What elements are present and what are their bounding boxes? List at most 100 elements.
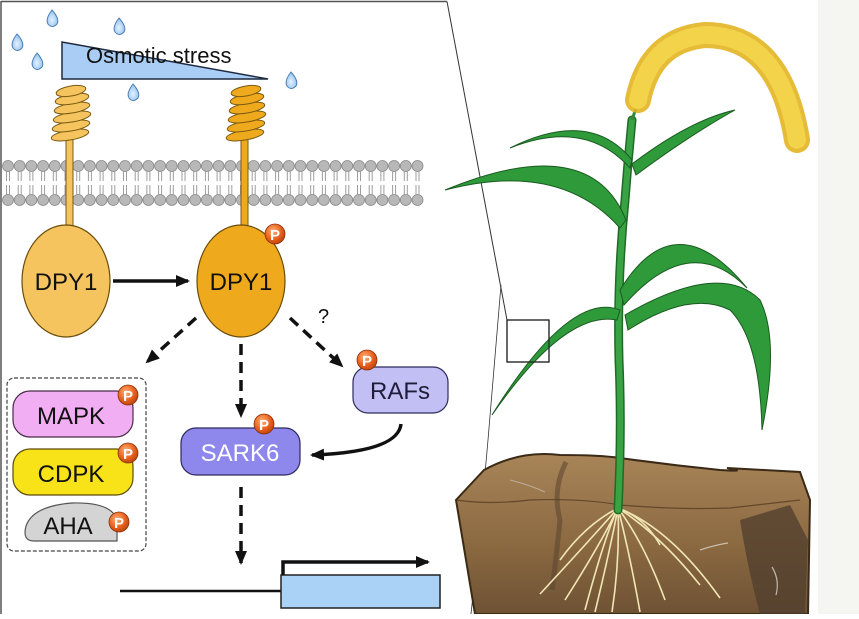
lipid-head	[224, 194, 237, 206]
lipid-head	[388, 194, 401, 206]
lipid-head	[84, 194, 96, 206]
water-drop-icon	[285, 71, 298, 89]
lipid-head	[2, 160, 14, 172]
lipid-head	[294, 160, 307, 172]
lipid-head	[259, 194, 272, 206]
roots	[539, 507, 721, 613]
lipid-head	[376, 160, 389, 172]
svg-text:P: P	[114, 515, 124, 532]
lipid-head	[72, 194, 85, 206]
phospho-badge	[253, 413, 275, 435]
arrow-to-rafs	[288, 316, 344, 368]
lipid-head	[200, 194, 213, 206]
water-drop-icon	[11, 33, 24, 51]
lipid-head	[282, 194, 295, 206]
lipid-head	[388, 160, 401, 172]
lipid-head	[130, 194, 143, 206]
lipid-head	[177, 160, 190, 172]
lipid-head	[37, 194, 49, 206]
mapk-node: MAPK P	[12, 384, 139, 438]
aha-label: AHA	[43, 513, 92, 540]
lipid-head	[119, 160, 131, 172]
uncertain-link-label: ?	[318, 306, 329, 328]
sark6-node: SARK6 P	[180, 413, 301, 476]
lipid-head	[306, 194, 319, 206]
lipid-head	[119, 194, 131, 206]
lipid-head	[282, 160, 295, 172]
lipid-head	[142, 160, 155, 172]
lipid-head	[364, 160, 377, 172]
lipid-head	[95, 160, 108, 172]
lipid-head	[329, 160, 342, 172]
lipid-head	[294, 194, 307, 206]
lipid-head	[165, 160, 178, 172]
lipid-head	[72, 160, 85, 172]
lipid-head	[25, 194, 38, 206]
lipid-head	[84, 160, 96, 172]
lipid-head	[341, 194, 354, 206]
lipid-head	[411, 194, 424, 206]
lipid-head	[212, 194, 225, 206]
osmotic-stress-label: Osmotic stress	[86, 43, 231, 68]
cdpk-node: CDPK P	[12, 442, 139, 496]
water-drop-icon	[113, 17, 126, 35]
phospho-badge: P	[264, 223, 286, 245]
lipid-head	[399, 160, 412, 172]
lipid-head	[37, 160, 49, 172]
lipid-head	[259, 160, 272, 172]
lipid-head	[306, 160, 319, 172]
lipid-head	[177, 194, 190, 206]
cdpk-label: CDPK	[38, 461, 105, 488]
target-gene	[120, 556, 441, 609]
lipid-head	[200, 160, 213, 172]
lipid-head	[95, 194, 108, 206]
water-drops	[11, 9, 298, 101]
side-panel	[818, 0, 859, 614]
mapk-label: MAPK	[37, 403, 105, 430]
arrow-to-kinase-group	[145, 316, 198, 364]
arrow-rafs-to-sark6	[310, 423, 403, 461]
lipid-head	[13, 194, 26, 206]
lipid-head	[189, 194, 202, 206]
signaling-arrows	[145, 316, 344, 565]
dpy1-receptor-active: DPY1 P	[196, 84, 286, 338]
lipid-head	[247, 160, 260, 172]
aha-node: AHA P	[24, 502, 130, 542]
transcription-start-arrow	[281, 556, 430, 575]
lipid-head	[165, 194, 178, 206]
lipid-head	[107, 194, 120, 206]
lipid-head	[364, 194, 377, 206]
panicle	[625, 21, 810, 153]
dpy1-active-label: DPY1	[210, 269, 273, 296]
svg-text:P: P	[362, 353, 372, 370]
lipid-head	[329, 194, 342, 206]
lipid-head	[271, 194, 284, 206]
lipid-head	[142, 194, 155, 206]
lipid-head	[399, 194, 412, 206]
svg-text:P: P	[123, 446, 133, 463]
plasma-membrane	[2, 160, 424, 206]
lipid-head	[154, 194, 167, 206]
osmotic-stress-gradient: Osmotic stress	[61, 41, 269, 80]
soil-block	[454, 453, 812, 615]
svg-text:P: P	[270, 227, 280, 244]
millet-plant-illustration	[444, 21, 812, 615]
water-drop-icon	[127, 83, 140, 101]
phospho-badge	[356, 349, 378, 371]
lipid-head	[130, 160, 143, 172]
water-drop-icon	[31, 52, 44, 70]
dpy1-receptor-inactive: DPY1	[21, 84, 111, 338]
phospho-badge	[108, 511, 130, 533]
lipid-head	[224, 160, 237, 172]
gene-box	[280, 574, 441, 609]
lipid-head	[48, 160, 61, 172]
lipid-head	[25, 160, 38, 172]
lipid-head	[107, 160, 120, 172]
lipid-head	[317, 194, 330, 206]
lipid-head	[154, 160, 167, 172]
lipid-head	[341, 160, 354, 172]
lipid-head	[48, 194, 61, 206]
leaves	[444, 109, 771, 431]
zoom-region-box	[506, 319, 550, 363]
